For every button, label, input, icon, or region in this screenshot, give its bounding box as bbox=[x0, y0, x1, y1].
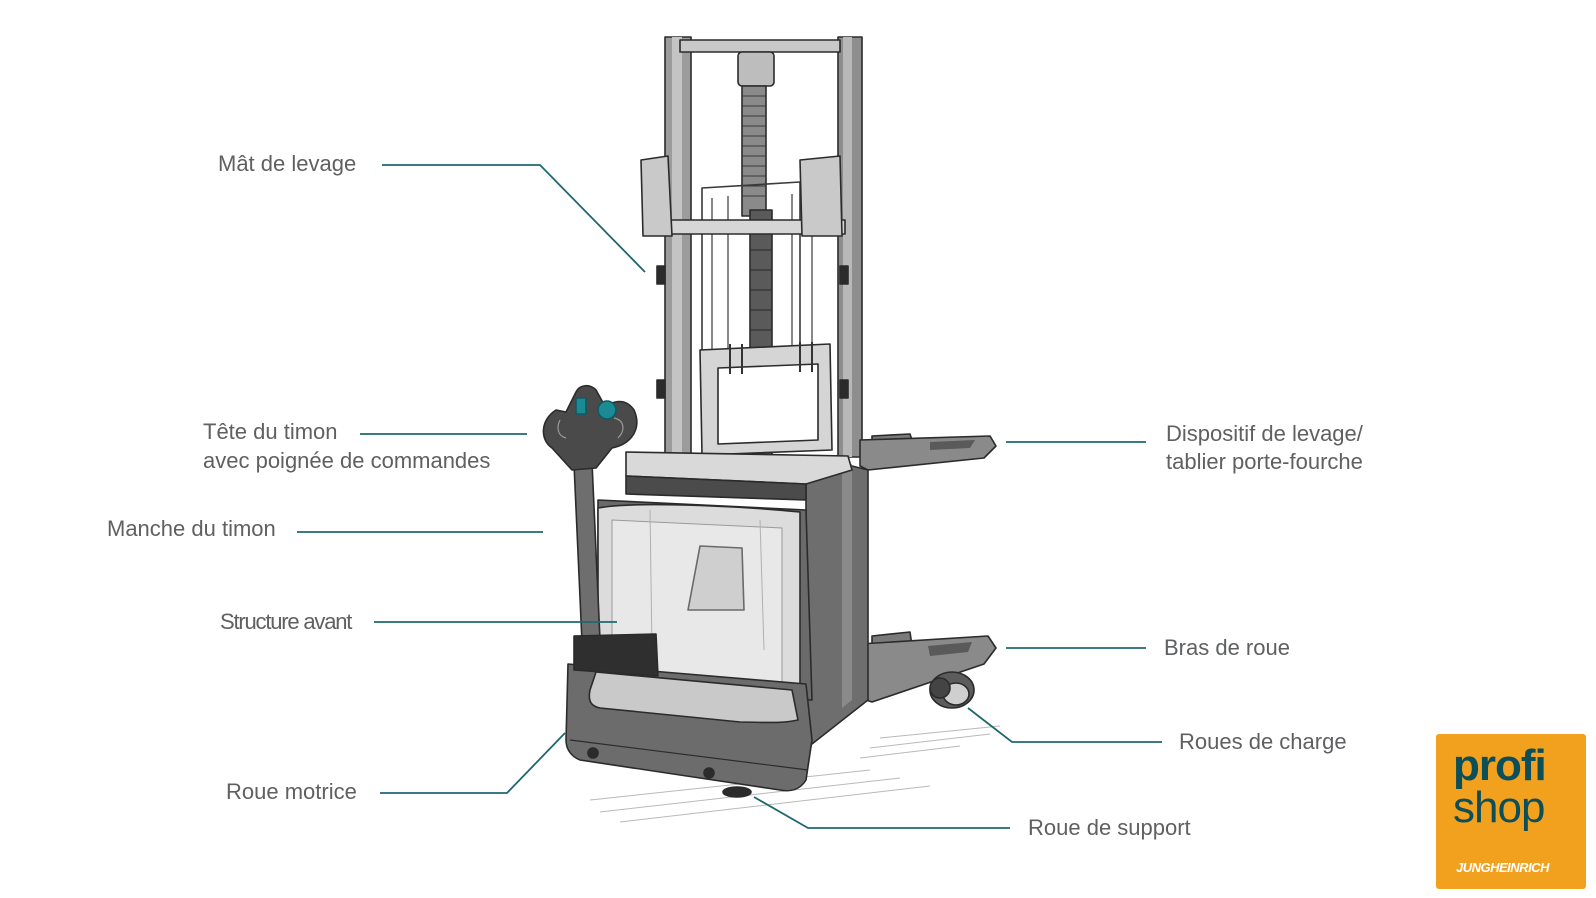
front-wheel-arm bbox=[859, 635, 997, 703]
support-wheel bbox=[722, 786, 752, 798]
logo-word-shop: shop bbox=[1453, 783, 1545, 832]
leader-mat bbox=[382, 164, 646, 273]
logo-brand-jungheinrich: JUNGHEINRICH bbox=[1456, 860, 1549, 875]
leader-support bbox=[753, 796, 1010, 829]
lift-head bbox=[737, 51, 775, 87]
label-roue-motrice: Roue motrice bbox=[226, 779, 357, 804]
profishop-logo: profi shop JUNGHEINRICH bbox=[1436, 734, 1586, 889]
tiller-arm bbox=[573, 461, 601, 643]
label-tablier-porte-fourche: tablier porte-fourche bbox=[1166, 449, 1363, 474]
label-poignee-commandes: avec poignée de commandes bbox=[203, 448, 491, 473]
label-structure-avant: Structure avant bbox=[220, 609, 352, 634]
carriage-right-plate bbox=[799, 155, 843, 237]
carriage-left-plate bbox=[640, 155, 673, 237]
label-roues-de-charge: Roues de charge bbox=[1179, 729, 1347, 754]
tiller-guard bbox=[573, 633, 659, 677]
leader-charge bbox=[967, 707, 1162, 743]
front-fork bbox=[859, 435, 997, 471]
battery-top bbox=[625, 451, 853, 485]
load-wheels bbox=[929, 671, 975, 709]
mast-top-bar bbox=[679, 39, 841, 53]
label-roue-de-support: Roue de support bbox=[1028, 815, 1191, 840]
leader-motrice bbox=[380, 732, 566, 794]
label-manche-du-timon: Manche du timon bbox=[107, 516, 276, 541]
leader-lines bbox=[297, 164, 1162, 829]
chassis-side bbox=[805, 465, 869, 745]
label-dispositif-de-levage: Dispositif de levage/ bbox=[1166, 421, 1363, 446]
label-bras-de-roue: Bras de roue bbox=[1164, 635, 1290, 660]
label-mat-de-levage: Mât de levage bbox=[218, 151, 357, 176]
label-tete-du-timon: Tête du timon bbox=[203, 419, 338, 444]
floor-shadow bbox=[589, 725, 1001, 823]
logo-word-profi: profi bbox=[1453, 741, 1547, 790]
